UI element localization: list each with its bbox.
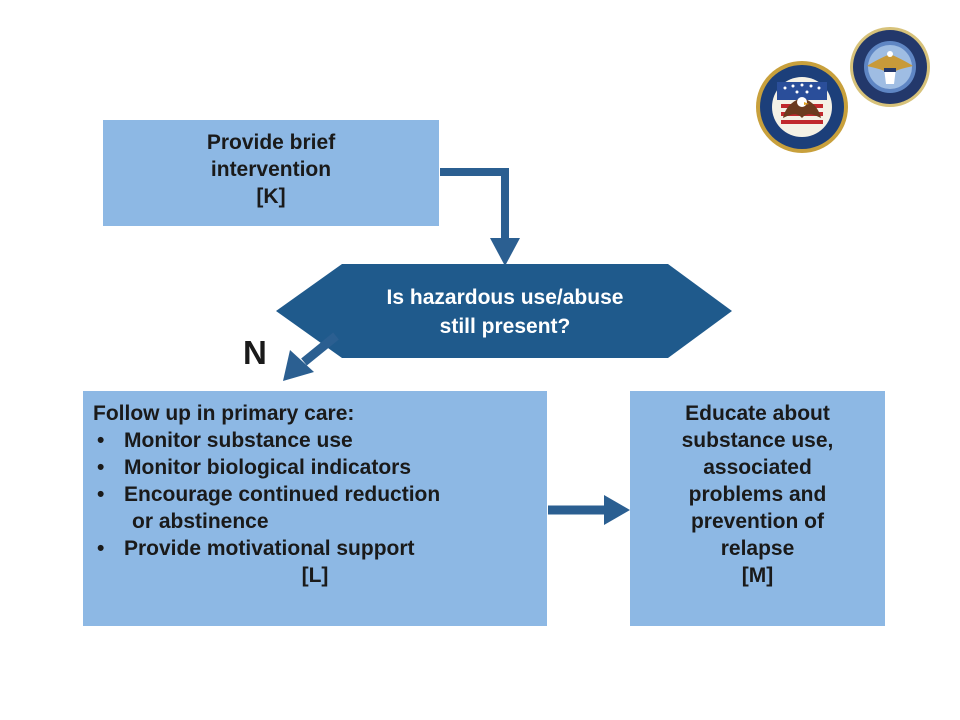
node-l-follow-up: Follow up in primary care: Monitor subst…: [83, 391, 547, 626]
arrowhead-l-to-m: [604, 495, 630, 525]
va-seal-icon: [756, 61, 848, 153]
node-k-line-1: Provide brief: [206, 131, 336, 154]
arrowhead-k-to-decision: [490, 238, 520, 266]
edge-label-no: N: [243, 334, 267, 371]
connector-no-to-l: [301, 332, 339, 366]
node-l-bullet-continuation: or abstinence: [132, 510, 269, 533]
node-k-line-2: intervention: [210, 158, 332, 181]
node-l-bullet: Provide motivational support: [93, 535, 547, 562]
node-m-line-1: Educate about: [685, 402, 830, 425]
node-m-line-7: [M]: [741, 564, 774, 587]
node-k-line-3: [K]: [256, 185, 286, 208]
node-m-educate: Educate about substance use, associated …: [630, 391, 885, 626]
node-l-ref: [L]: [301, 564, 329, 587]
decision-node-shape: [276, 264, 732, 358]
node-m-line-5: prevention of: [690, 510, 824, 533]
connector-k-to-decision: [440, 168, 509, 240]
decision-line-1: Is hazardous use/abuse: [386, 286, 624, 309]
node-l-bullet: Monitor substance use: [93, 427, 547, 454]
node-l-bullet-list-2: Provide motivational support: [93, 535, 547, 562]
node-k-brief-intervention: Provide brief intervention [K]: [103, 120, 439, 226]
decision-line-2: still present?: [439, 315, 571, 338]
node-m-line-4: problems and: [688, 483, 827, 506]
node-l-bullet: Encourage continued reduction: [93, 481, 547, 508]
node-m-line-2: substance use,: [681, 429, 834, 452]
dod-seal-icon: [850, 27, 930, 107]
node-l-heading: Follow up in primary care:: [93, 402, 355, 425]
node-m-line-3: associated: [703, 456, 812, 479]
arrowhead-no-to-l: [283, 350, 314, 381]
node-l-bullet: Monitor biological indicators: [93, 454, 547, 481]
node-m-line-6: relapse: [720, 537, 795, 560]
node-l-bullet-list: Monitor substance use Monitor biological…: [93, 427, 547, 508]
decision-node-text: Is hazardous use/abuse still present?: [300, 283, 710, 341]
